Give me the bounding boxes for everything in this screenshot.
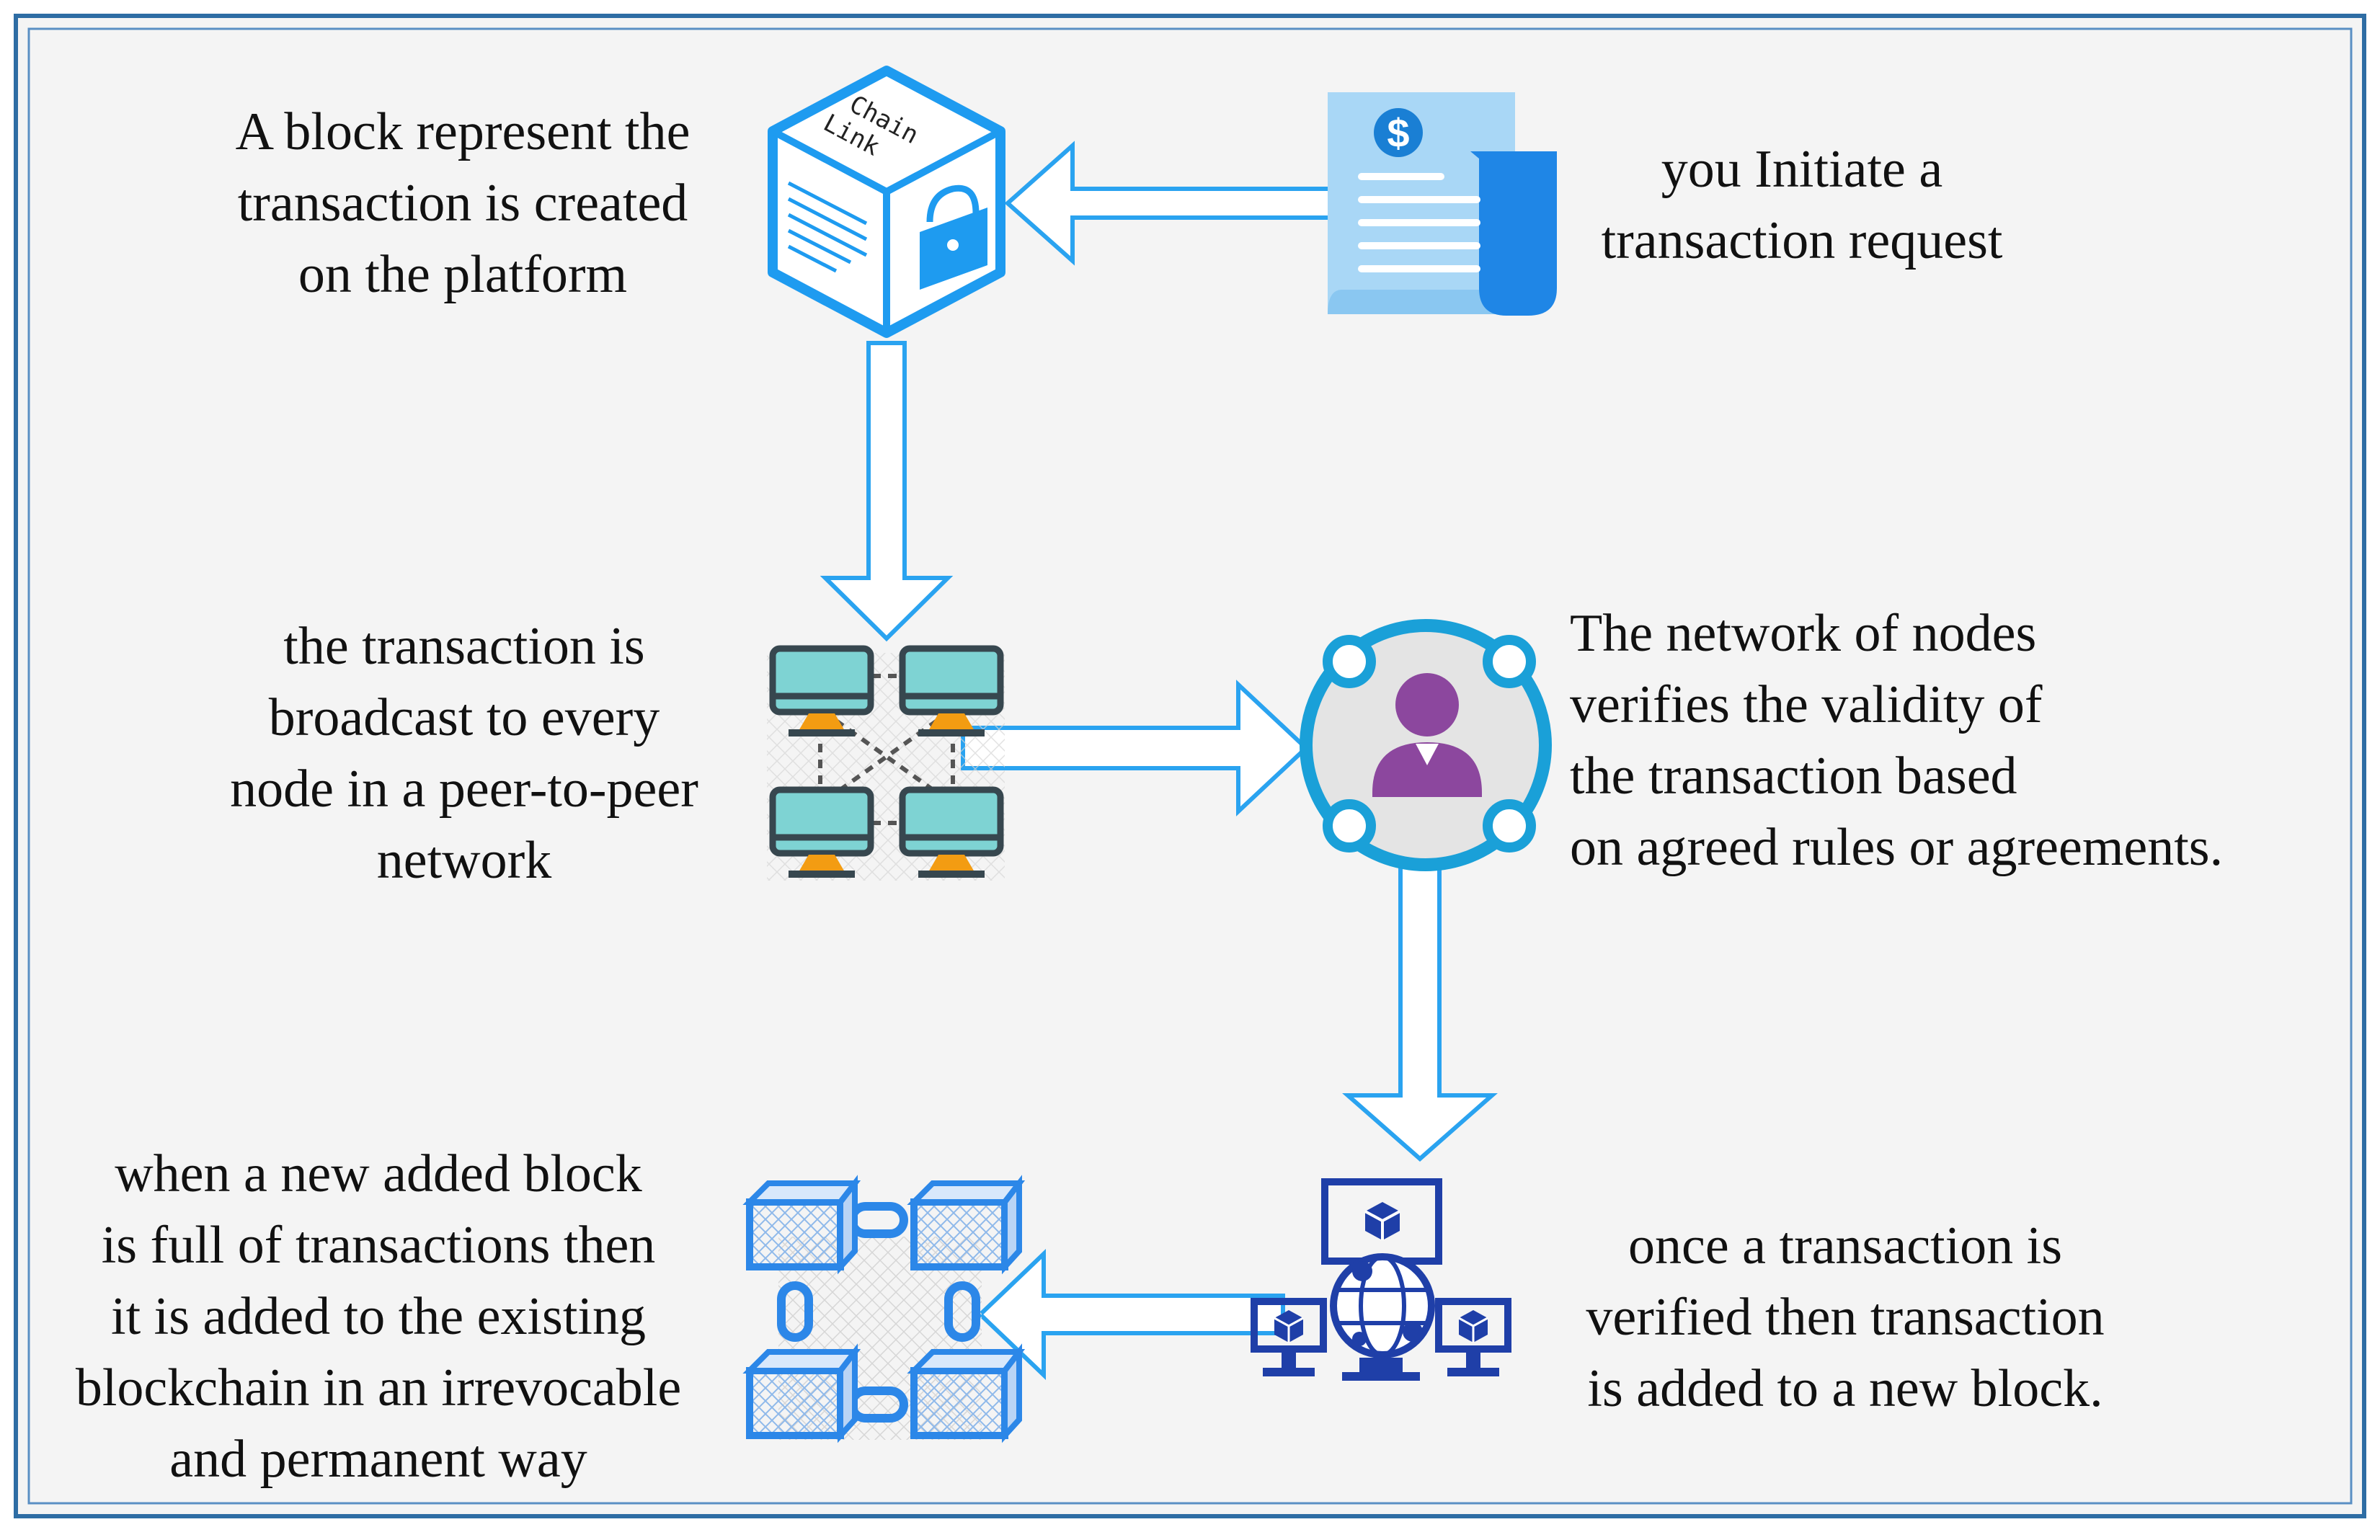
caption-block: A block represent the transaction is cre…	[189, 97, 737, 311]
caption-broadcast: the transaction is broadcast to every no…	[190, 611, 738, 896]
caption-verify-line: the transaction based	[1570, 747, 2017, 806]
caption-verify-line: The network of nodes	[1570, 604, 2037, 663]
caption-chain-line: is full of transactions then	[101, 1216, 656, 1275]
caption-block-line: transaction is created	[237, 174, 688, 233]
chain-block	[907, 1343, 1026, 1443]
monitor-icon	[899, 786, 1004, 878]
arrow-newblock-to-chain	[977, 1248, 1285, 1381]
caption-verify-line: verifies the validity of	[1570, 675, 2043, 734]
monitor-icon	[769, 645, 874, 736]
caption-initiate-line: transaction request	[1601, 211, 2003, 270]
chain-block	[907, 1175, 1026, 1275]
caption-block-line: on the platform	[298, 245, 628, 304]
receipt-dollar-symbol: $	[1387, 110, 1409, 156]
node-user-icon	[1300, 619, 1552, 871]
caption-initiate-line: you Initiate a	[1661, 140, 1943, 199]
peer-network-icon	[767, 645, 1005, 881]
block-cube-icon: Chain Link	[768, 66, 1005, 338]
monitor-icon	[769, 786, 874, 878]
arrow-initiate-to-block	[1004, 141, 1351, 266]
caption-verify-line: on agreed rules or agreements.	[1570, 818, 2224, 877]
small-cube-icon	[1364, 1202, 1400, 1240]
caption-chain-line: it is added to the existing	[111, 1287, 646, 1346]
network-computers-icon	[1251, 1178, 1511, 1381]
small-cube-icon	[1274, 1310, 1304, 1343]
caption-verify: The network of nodes verifies the validi…	[1570, 598, 2334, 884]
caption-chain: when a new added block is full of transa…	[29, 1139, 728, 1495]
monitor-icon	[899, 645, 1004, 736]
caption-broadcast-line: network	[376, 831, 552, 890]
caption-new-block: once a transaction is verified then tran…	[1542, 1211, 2148, 1425]
caption-chain-line: blockchain in an irrevocable	[75, 1358, 682, 1417]
arrow-broadcast-to-verify	[961, 680, 1310, 816]
caption-block-line: A block represent the	[235, 102, 691, 161]
caption-new-block-line: once a transaction is	[1628, 1216, 2063, 1276]
caption-chain-line: when a new added block	[115, 1144, 642, 1203]
chain-block	[742, 1343, 861, 1443]
caption-initiate: you Initiate a transaction request	[1550, 134, 2054, 277]
caption-new-block-line: is added to a new block.	[1587, 1359, 2103, 1418]
chain-block	[742, 1175, 861, 1275]
receipt-icon: $	[1328, 92, 1557, 316]
caption-new-block-line: verified then transaction	[1586, 1288, 2105, 1347]
arrow-block-to-broadcast	[820, 341, 954, 642]
caption-broadcast-line: broadcast to every	[268, 688, 660, 747]
frame-inner	[27, 27, 2353, 1505]
caption-broadcast-line: node in a peer-to-peer	[230, 760, 698, 819]
small-cube-icon	[1458, 1310, 1488, 1343]
arrow-verify-to-newblock	[1342, 860, 1498, 1162]
caption-broadcast-line: the transaction is	[283, 617, 645, 676]
user-head	[1395, 673, 1459, 736]
user-body	[1372, 742, 1482, 797]
blockchain-icon	[742, 1175, 1026, 1443]
caption-chain-line: and permanent way	[169, 1430, 587, 1489]
